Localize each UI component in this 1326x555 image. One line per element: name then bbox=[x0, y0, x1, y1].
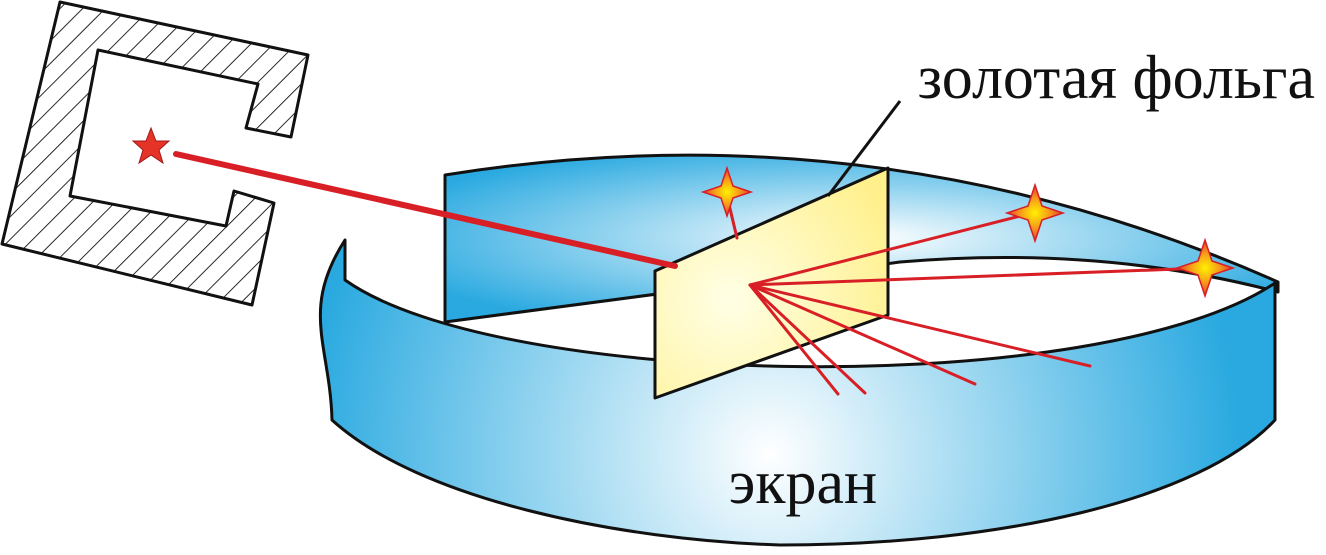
scatter-ray bbox=[748, 211, 1034, 287]
flash-star-icon bbox=[1004, 182, 1066, 244]
alpha-beam bbox=[173, 151, 678, 269]
screen-front-band bbox=[318, 238, 1277, 547]
scatter-ray bbox=[748, 283, 840, 396]
screen-label: экран bbox=[729, 449, 877, 517]
star-icon bbox=[131, 126, 171, 165]
foil-label-leader bbox=[826, 100, 902, 197]
scatter-ray bbox=[748, 283, 977, 386]
foil-label: золотая фольга bbox=[918, 44, 1315, 112]
flash-star-icon bbox=[700, 165, 754, 219]
scatter-ray bbox=[748, 283, 867, 395]
scatter-ray bbox=[748, 266, 1207, 287]
scatter-ray bbox=[748, 283, 1092, 368]
lead-box-icon bbox=[0, 0, 310, 307]
flash-star-icon bbox=[1174, 237, 1236, 299]
